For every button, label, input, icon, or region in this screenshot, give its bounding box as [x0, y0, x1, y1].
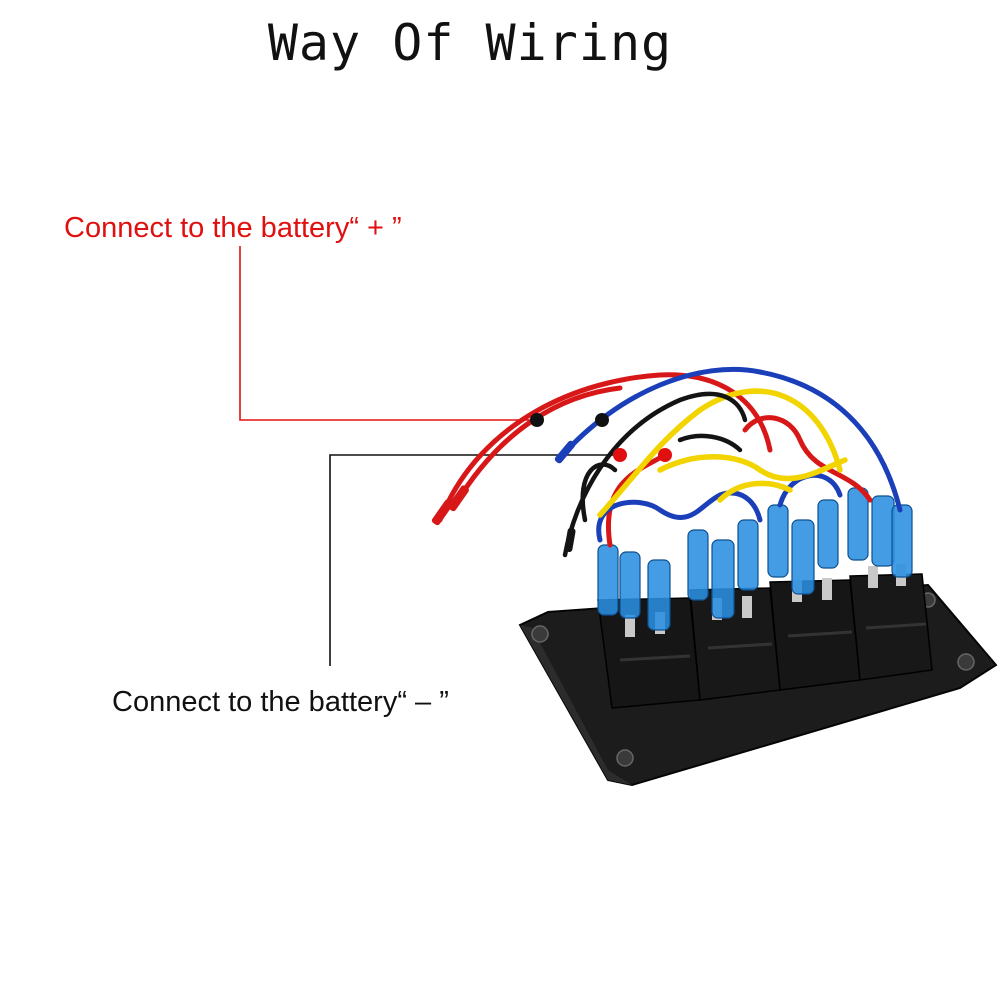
positive-junction-dot: [530, 413, 544, 427]
battery-positive-label: Connect to the battery“ + ”: [64, 212, 402, 244]
rocker-switch: [769, 578, 861, 691]
black-wire: [677, 433, 743, 453]
negative-junction-dot: [613, 448, 627, 462]
black-wire: [562, 391, 748, 558]
positive-junction-dot: [595, 413, 609, 427]
blue-connectors: [597, 487, 913, 631]
negative-leader-line: [329, 454, 620, 666]
battery-negative-label: Connect to the battery“ – ”: [112, 686, 449, 718]
red-wire: [437, 372, 773, 523]
red-wire: [452, 385, 623, 508]
black-wire: [580, 462, 618, 523]
rocker-switch: [689, 587, 781, 701]
yellow-wire: [717, 480, 793, 503]
yellow-wire: [597, 388, 843, 518]
switch-panel: [518, 487, 998, 787]
wire-terminals: [431, 440, 576, 553]
red-wire: [742, 415, 873, 503]
blue-wire: [557, 366, 903, 513]
blue-wire: [596, 490, 763, 543]
mounting-hole-icon: [616, 749, 634, 767]
red-wire: [606, 452, 668, 548]
diagram-title: Way Of Wiring: [267, 14, 673, 72]
wire-bundle: [437, 366, 903, 558]
mounting-hole-icon: [531, 625, 549, 643]
negative-junction-dot: [658, 448, 672, 462]
mounting-hole-icon: [957, 653, 975, 671]
yellow-wire: [657, 454, 848, 482]
rocker-switch: [849, 564, 933, 681]
positive-leader-line: [239, 246, 537, 421]
